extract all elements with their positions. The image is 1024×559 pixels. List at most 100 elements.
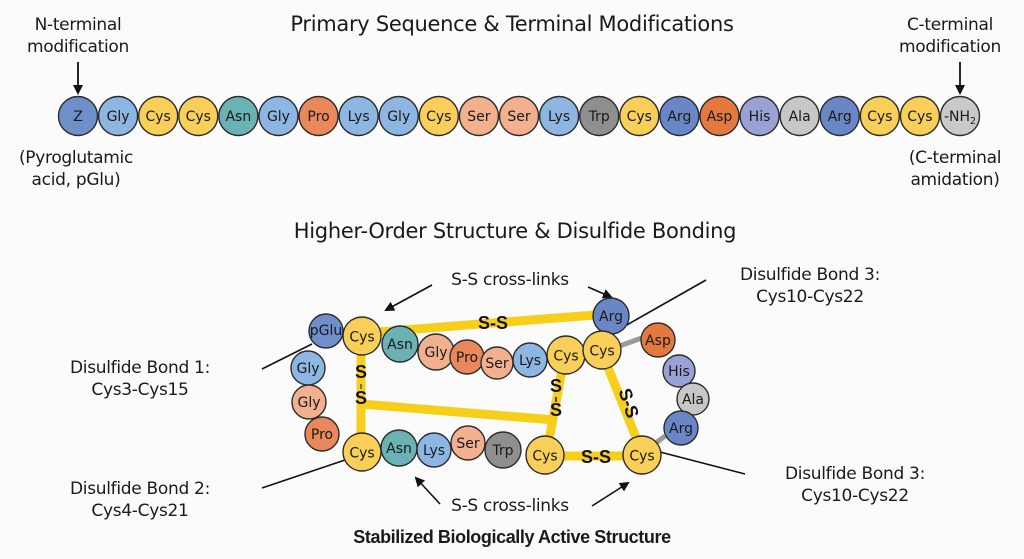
residue-arg: Arg	[819, 95, 860, 137]
c-terminal-label: C-terminal modification	[880, 14, 1020, 58]
residue-his: His	[739, 95, 780, 137]
bond3-bottom-pair: Cys10-Cys22	[801, 486, 909, 506]
residue-label: Gly	[267, 109, 290, 125]
residue-cys: Cys	[622, 435, 662, 475]
residue-label: Cys	[426, 109, 451, 125]
residue-circle	[450, 425, 486, 461]
residue-circle	[525, 435, 565, 475]
residue-label: Asn	[386, 441, 412, 457]
c-terminal-label-line2: modification	[899, 37, 1001, 57]
bond3-bottom-leader-line	[659, 451, 746, 475]
residue-label: Ala	[682, 392, 704, 408]
residue-circle	[57, 95, 99, 137]
residue-asn: Asn	[381, 325, 419, 363]
ss-label-center: S S	[550, 376, 562, 420]
bond3-top-leader-line	[624, 279, 707, 327]
residue-cys: Cys	[137, 95, 179, 137]
residue-lys: Lys	[416, 432, 452, 468]
residue-label: Cys	[349, 329, 374, 345]
residue-circle	[538, 95, 580, 137]
residue-label: Asn	[225, 109, 251, 125]
ss-label-left: S S	[355, 362, 367, 408]
bond1-leader-line	[261, 343, 313, 370]
residue-label: Trp	[491, 443, 513, 459]
residue-nh2: -NH2	[939, 95, 981, 137]
ss-bond-center-vertical	[544, 369, 567, 441]
ss-label-top: S-S	[478, 313, 508, 333]
residue-lys: Lys	[538, 95, 580, 137]
disulfide-bond-2-label: Disulfide Bond 2: Cys4-Cys21	[20, 478, 260, 522]
bond3-top-pair: Cys10-Cys22	[756, 287, 864, 307]
residue-label: Cys	[867, 109, 892, 125]
residue-ala: Ala	[676, 382, 710, 416]
residue-pro: Pro	[304, 416, 340, 452]
residue-circle	[258, 95, 299, 137]
residue-circle	[291, 384, 327, 420]
residue-label: Lys	[548, 109, 570, 125]
residue-cys: Cys	[619, 95, 660, 137]
svg-text:S: S	[355, 388, 367, 408]
residue-ala: Ala	[779, 95, 820, 137]
residue-circle	[622, 435, 662, 475]
structure-title: Higher-Order Structure & Disulfide Bondi…	[293, 219, 737, 243]
ss-label-bottom: S-S	[581, 447, 611, 467]
c-terminal-note-line1: (C-terminal	[908, 148, 1002, 168]
residue-circle	[699, 95, 740, 137]
residue-label: Lys	[423, 443, 445, 459]
residue-label: Lys	[519, 353, 541, 369]
svg-text:S: S	[355, 362, 367, 382]
residue-cys: Cys	[418, 95, 460, 137]
residue-label: -NH2	[944, 109, 976, 127]
residue-trp: Trp	[578, 95, 620, 137]
residue-cys: Cys	[546, 335, 586, 375]
residue-circle	[381, 325, 419, 363]
residue-arg: Arg	[663, 410, 699, 446]
residue-asn: Asn	[218, 95, 259, 137]
residue-gly: Gly	[258, 95, 299, 137]
c-terminal-note-line2: amidation)	[910, 170, 1000, 190]
residue-pro: Pro	[449, 339, 485, 375]
residue-pglu: pGlu	[308, 313, 344, 349]
residue-circle	[137, 95, 179, 137]
residue-label: Z	[73, 109, 83, 125]
disulfide-bond-1-label: Disulfide Bond 1: Cys3-Cys15	[20, 357, 260, 401]
residue-cys: Cys	[899, 95, 941, 137]
ss-bond-middle	[360, 399, 556, 425]
residue-label: Cys	[627, 109, 652, 125]
residue-cys: Cys	[582, 330, 622, 370]
residue-label: Gly	[424, 345, 447, 361]
bond3-top-title: Disulfide Bond 3:	[739, 265, 880, 285]
residue-label: Cys	[349, 445, 374, 461]
bond2-title: Disulfide Bond 2:	[69, 479, 210, 499]
residue-gly: Gly	[378, 95, 419, 137]
crosslink-arrow-icon	[384, 284, 433, 311]
residue-label: Gly	[296, 361, 319, 377]
residue-label: Asp	[645, 333, 671, 349]
residue-label: Arg	[599, 309, 623, 325]
residue-cys: Cys	[178, 95, 219, 137]
residue-cys: Cys	[525, 435, 565, 475]
n-terminal-label: N-terminal modification	[8, 14, 148, 58]
residue-ser: Ser	[498, 95, 540, 137]
residue-lys: Lys	[338, 95, 379, 137]
c-terminal-label-line1: C-terminal	[906, 15, 994, 35]
residue-circle	[779, 95, 820, 137]
residue-ser: Ser	[480, 346, 514, 380]
residue-label: Arg	[669, 421, 693, 437]
residue-gly: Gly	[97, 95, 139, 137]
residue-asn: Asn	[380, 429, 418, 467]
residue-label: Arg	[667, 109, 691, 125]
residue-gly: Gly	[290, 350, 326, 386]
residue-ser: Ser	[450, 425, 486, 461]
residue-label: Asn	[387, 337, 413, 353]
crosslinks-top-label: S-S cross-links	[451, 270, 569, 290]
residue-label: Cys	[186, 109, 211, 125]
residue-circle	[663, 410, 699, 446]
residue-cys: Cys	[859, 95, 901, 137]
residue-circle	[484, 431, 522, 469]
svg-text:S: S	[550, 400, 562, 420]
residue-asp: Asp	[699, 95, 740, 137]
residue-circle	[418, 95, 460, 137]
